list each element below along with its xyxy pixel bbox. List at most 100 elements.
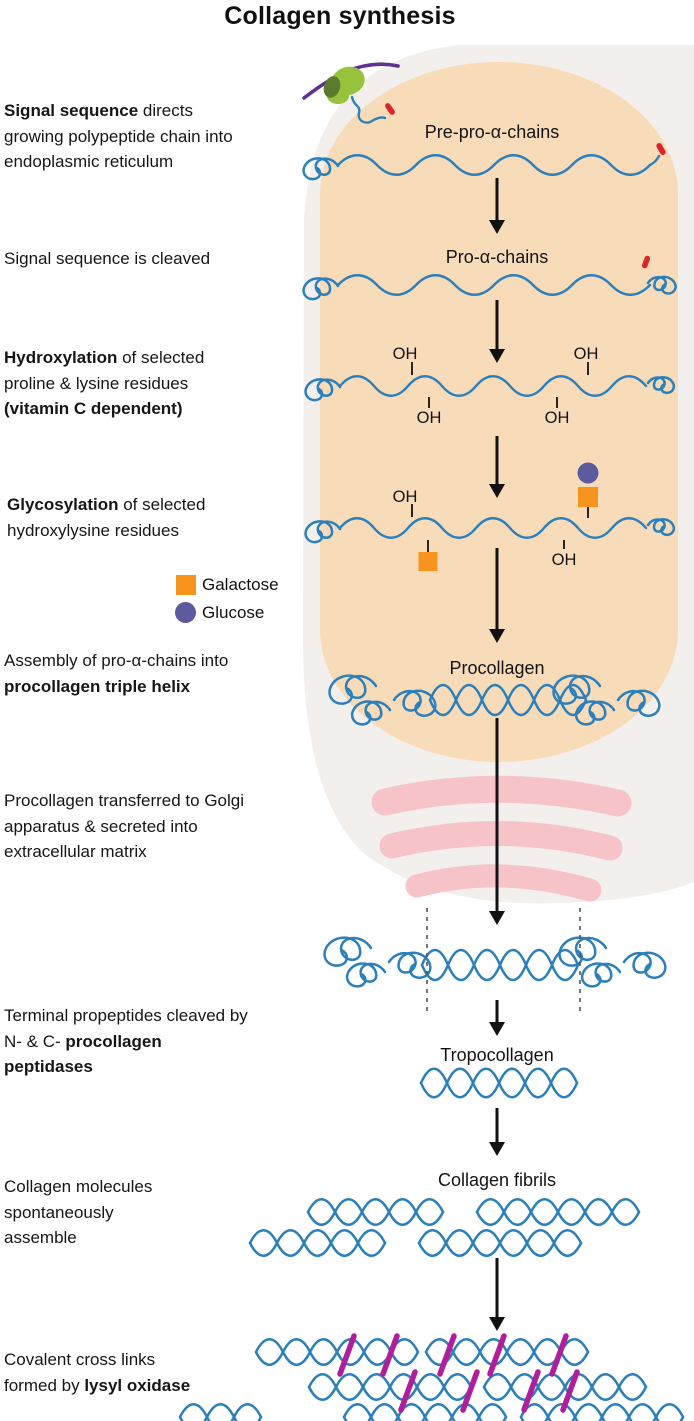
legend-galactose-label: Galactose: [202, 575, 279, 594]
annotation-assembly: Assembly of pro-α-chains into procollage…: [4, 648, 304, 699]
crosslink-bottom-3: [521, 1369, 541, 1413]
annotation-propeptides-rest: Terminal propeptides cleaved by N- & C-: [4, 1006, 248, 1051]
cleavage-right-bundle: [622, 951, 667, 979]
tropocollagen-helix-strand2: [419, 1067, 579, 1099]
xl-r3-b-strand2: [342, 1403, 508, 1421]
annotation-hydroxylation-bold2: (vitamin C dependent): [4, 399, 183, 418]
cleavage-left-bundle: [345, 962, 387, 988]
page-title: Collagen synthesis: [224, 2, 456, 30]
fibril-r1-a-strand2: [306, 1198, 445, 1226]
arrow-step-5-head: [489, 1022, 505, 1036]
pre-pro-chain: [336, 154, 652, 176]
arrow-step-1-head: [489, 220, 505, 234]
annotation-assembly-rest: Assembly of pro-α-chains into: [4, 651, 229, 670]
hydroxylated-chain: [338, 375, 648, 397]
crosslink-bottom-2: [460, 1369, 480, 1413]
galactose-square-icon: [176, 575, 196, 595]
oh-label-glyco-top: OH: [392, 488, 418, 506]
annotation-propeptides: Terminal propeptides cleaved by N- & C- …: [4, 1003, 254, 1080]
procollagen-right-bundle: [574, 700, 616, 726]
glucose-circle-icon: [175, 602, 196, 623]
arrow-step-4-head: [489, 629, 505, 643]
cleaved-signal-fragment: [641, 255, 651, 269]
annotation-glycosylation-bold: Glycosylation: [7, 495, 119, 514]
annotation-glycosylation: Glycosylation of selected hydroxylysine …: [7, 492, 222, 543]
annotation-golgi-text: Procollagen transferred to Golgi apparat…: [4, 791, 245, 861]
fibril-r1-b-strand2: [475, 1198, 641, 1226]
xl-r2-b-strand2: [482, 1373, 648, 1401]
pro-chain-right-coil: [646, 275, 677, 295]
arrow-step-7-head: [489, 1317, 505, 1331]
annotation-golgi-transfer: Procollagen transferred to Golgi apparat…: [4, 788, 274, 865]
cleavage-right-bundle: [580, 962, 622, 988]
cleavage-left-bundle: [323, 936, 373, 967]
cleavage-left-bundle: [387, 951, 432, 979]
fibril-r2-b-strand2: [417, 1229, 583, 1257]
annotation-signal-rest: directs growing polypeptide chain into e…: [4, 101, 233, 171]
oh-label-hydrox-bottom-left: OH: [416, 409, 442, 427]
annotation-hydroxylation-mid: of selected proline & lysine residues: [4, 348, 205, 393]
legend-glucose: Glucose: [175, 602, 264, 623]
crosslink-top-2: [380, 1333, 400, 1377]
golgi-cisterna-2: [379, 820, 623, 861]
crosslink-top-3: [437, 1333, 457, 1377]
glyco-chain-left-coil: [304, 520, 342, 544]
cleavage-helix-strand2: [420, 948, 580, 982]
glyco-chain-right-coil: [646, 518, 676, 537]
annotation-crosslinks-rest: Covalent cross links formed by: [4, 1350, 156, 1395]
annotation-crosslinks-bold: lysyl oxidase: [84, 1375, 191, 1395]
crosslink-top-5: [549, 1333, 569, 1377]
crosslink-bottom-4: [560, 1369, 580, 1413]
annotation-hydroxylation-bold: Hydroxylation: [4, 348, 118, 367]
galactose-square-left: [418, 552, 438, 571]
legend-galactose: Galactose: [176, 575, 279, 595]
oh-label-hydrox-top-right: OH: [573, 345, 599, 363]
galactose-square-right: [578, 487, 598, 507]
stage-label-procollagen: Procollagen: [449, 658, 545, 678]
ribosome-small-subunit: [323, 76, 341, 98]
golgi-cisterna-1: [371, 775, 632, 817]
hydrox-chain-left-coil: [304, 378, 342, 402]
pre-pro-chain-left-coil: [302, 157, 340, 181]
stage-label-pro-alpha-chains: Pro-α-chains: [445, 247, 549, 267]
xl-r3-a-strand2: [178, 1403, 263, 1421]
arrow-step-2-head: [489, 349, 505, 363]
stage-label-pre-pro-alpha-chains: Pre-pro-α-chains: [424, 122, 560, 142]
annotation-assembly-bold: procollagen triple helix: [4, 676, 191, 696]
procollagen-left-bundle: [328, 674, 378, 705]
hydrox-chain-right-coil: [646, 376, 676, 395]
oh-label-hydrox-top-left: OH: [392, 345, 418, 363]
xl-r3-a: [178, 1403, 263, 1421]
annotation-hydroxylation: Hydroxylation of selected proline & lysi…: [4, 345, 256, 422]
pre-pro-chain-tail: [648, 154, 661, 167]
endoplasmic-reticulum: [320, 62, 678, 762]
procollagen-left-bundle: [392, 689, 437, 717]
stage-label-collagen-fibrils: Collagen fibrils: [437, 1170, 557, 1190]
annotation-signal-cleaved: Signal sequence is cleaved: [4, 246, 274, 272]
oh-label-glyco-bottom: OH: [551, 551, 577, 569]
arrow-step-3-head: [489, 484, 505, 498]
stage-label-tropocollagen: Tropocollagen: [440, 1045, 554, 1065]
fibril-r1-a: [306, 1198, 445, 1226]
crosslink-bottom-1: [398, 1369, 418, 1413]
procollagen-helix-strand2: [428, 683, 588, 717]
procollagen-right-bundle: [616, 689, 661, 717]
oh-label-hydrox-bottom-right: OH: [544, 409, 570, 427]
annotation-propeptides-bold: procollagen peptidases: [4, 1031, 162, 1077]
annotation-cleaved-text: Signal sequence is cleaved: [4, 249, 211, 268]
pro-chain-left-coil: [302, 277, 340, 301]
signal-peptide-red-tip: [385, 103, 395, 115]
crosslink-top-4: [487, 1333, 507, 1377]
xl-r3-c-strand2: [519, 1403, 685, 1421]
glucose-circle: [577, 462, 599, 484]
procollagen-left-bundle: [350, 700, 392, 726]
arrow-through-golgi-head: [489, 911, 505, 925]
annotation-signal-sequence: Signal sequence directs growing polypept…: [4, 98, 254, 175]
golgi-cisterna-3: [405, 864, 602, 902]
pro-chain: [336, 274, 652, 296]
fibril-r2-a-strand2: [248, 1229, 387, 1257]
glycosylated-chain: [338, 517, 648, 539]
cleavage-right-bundle: [558, 936, 608, 967]
crosslink-top-1: [337, 1333, 357, 1377]
